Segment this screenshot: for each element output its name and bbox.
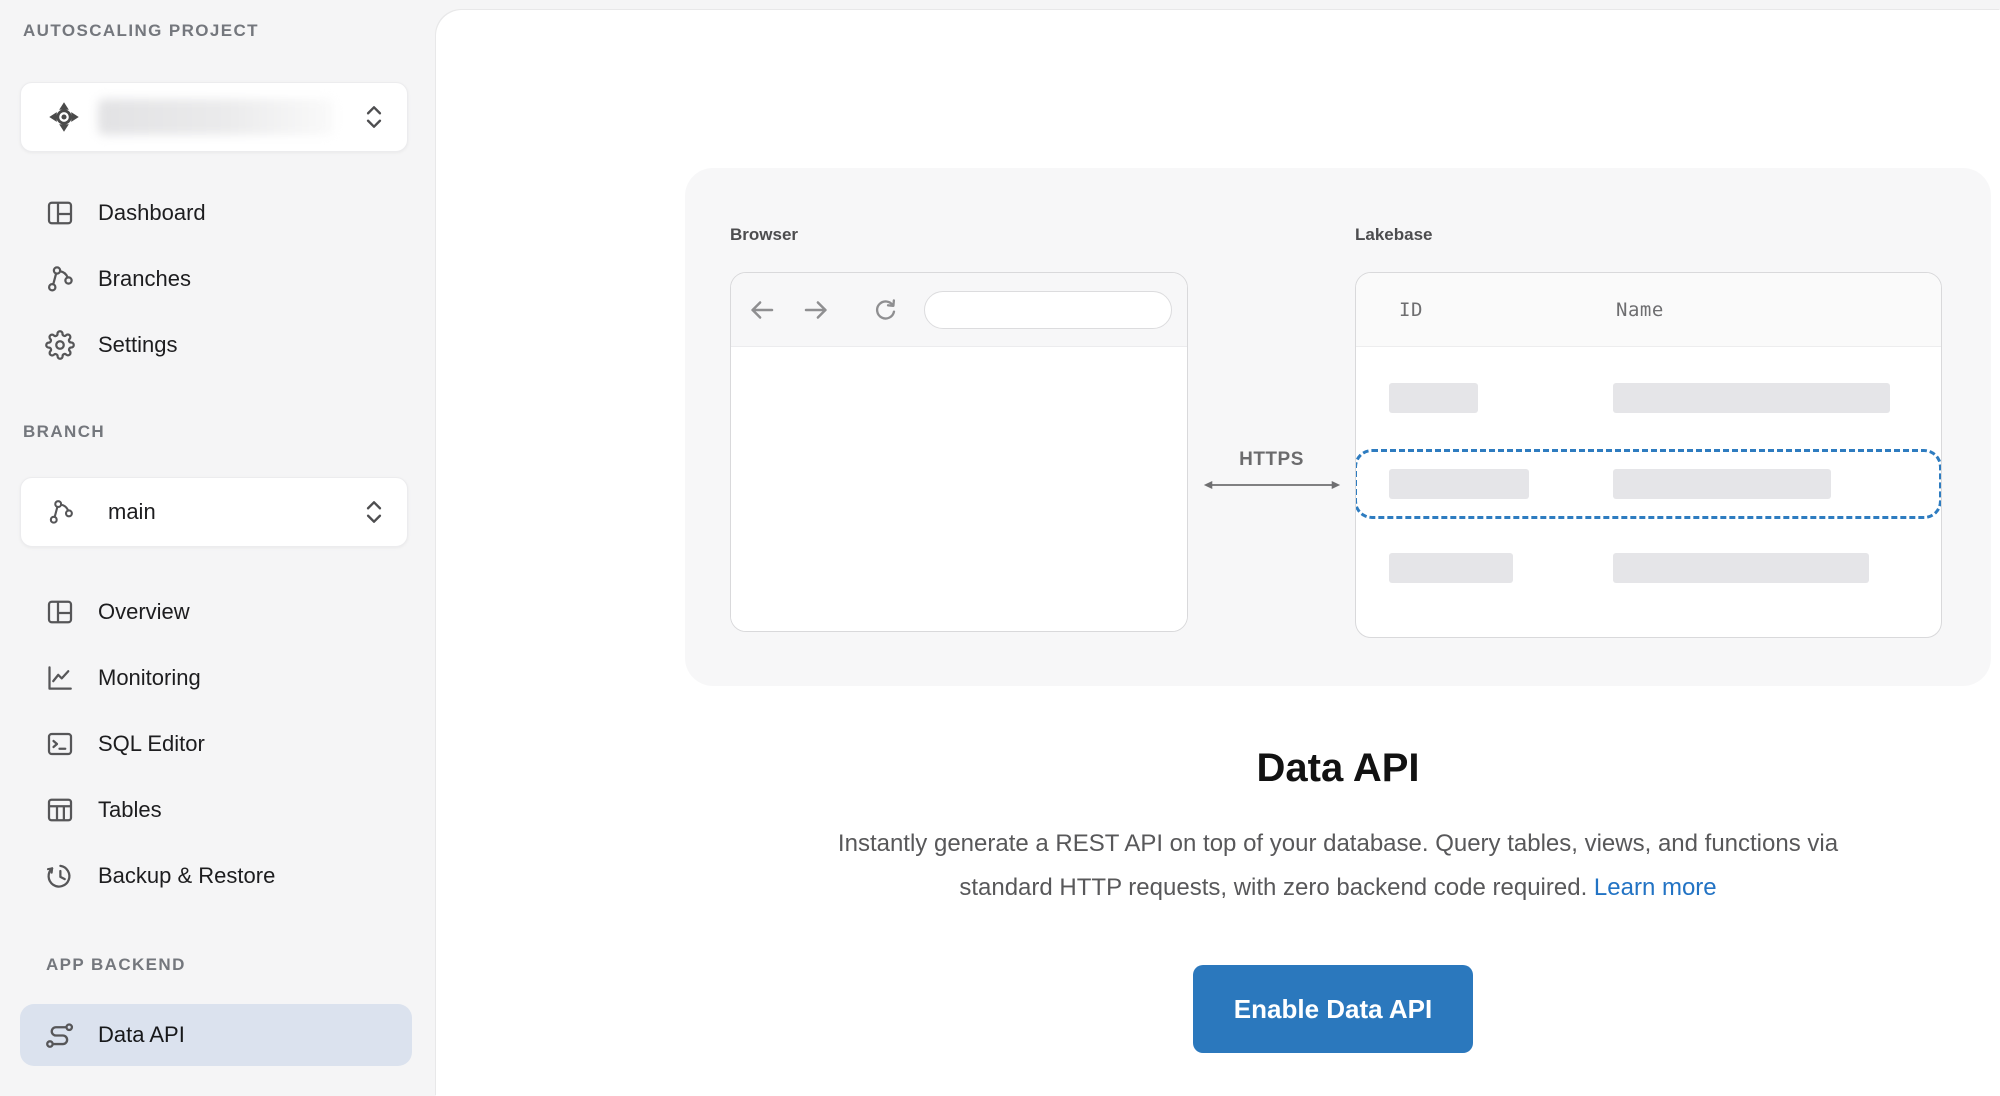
sidebar-item-label: Backup & Restore — [98, 863, 276, 888]
branch-icon — [45, 264, 76, 294]
description-line-2: standard HTTP requests, with zero backen… — [959, 874, 1588, 901]
overview-icon — [45, 597, 76, 627]
selected-row-dashed-outline — [1356, 449, 1941, 519]
page-description: Instantly generate a REST API on top of … — [685, 822, 1991, 910]
sidebar-item-data-api[interactable]: Data API — [20, 1004, 412, 1066]
main-content-panel: Browser — [436, 10, 2000, 1096]
branch-icon — [47, 498, 75, 526]
chevron-up-down-icon — [363, 103, 385, 131]
reload-icon — [871, 296, 899, 324]
browser-label: Browser — [730, 225, 799, 244]
column-header-id: ID — [1399, 298, 1423, 321]
gear-icon — [45, 330, 76, 360]
branch-selector[interactable]: main — [20, 477, 408, 547]
sidebar-item-label: SQL Editor — [98, 731, 205, 756]
monitoring-icon — [45, 663, 76, 693]
project-icon — [47, 100, 81, 134]
branch-nav: Overview Monitoring SQL Editor — [0, 579, 435, 909]
lakebase-table-mockup: ID Name — [1355, 272, 1942, 638]
url-bar — [924, 290, 1172, 329]
enable-data-api-button[interactable]: Enable Data API — [1193, 965, 1473, 1053]
project-selector[interactable] — [20, 82, 408, 152]
sidebar-item-tables[interactable]: Tables — [0, 777, 435, 843]
double-arrow-icon — [1203, 480, 1340, 490]
chevron-up-down-icon — [363, 498, 385, 526]
sidebar-item-label: Tables — [98, 797, 162, 822]
sidebar-item-monitoring[interactable]: Monitoring — [0, 645, 435, 711]
tables-icon — [45, 795, 76, 825]
description-line-1: Instantly generate a REST API on top of … — [837, 830, 1839, 857]
sql-editor-icon — [45, 729, 76, 759]
branch-selector-value: main — [108, 499, 156, 524]
https-connection: HTTPS — [1188, 449, 1355, 493]
section-label-app-backend: APP BACKEND — [46, 955, 186, 974]
column-header-name: Name — [1616, 298, 1664, 321]
https-label: HTTPS — [1239, 449, 1304, 470]
forward-arrow-icon — [801, 295, 831, 325]
data-api-icon — [44, 1020, 75, 1051]
sidebar-item-overview[interactable]: Overview — [0, 579, 435, 645]
sidebar-item-backup-restore[interactable]: Backup & Restore — [0, 843, 435, 909]
sidebar-item-label: Monitoring — [98, 665, 201, 690]
table-row-placeholder — [1389, 553, 1513, 583]
sidebar-item-label: Data API — [98, 1022, 185, 1047]
browser-window-mockup — [730, 272, 1188, 632]
sidebar-item-branches[interactable]: Branches — [0, 246, 435, 312]
section-label-branch: BRANCH — [23, 422, 106, 441]
table-row-placeholder — [1389, 469, 1529, 499]
sidebar-item-dashboard[interactable]: Dashboard — [0, 180, 435, 246]
sidebar: AUTOSCALING PROJECT — [0, 0, 435, 1096]
backup-restore-icon — [45, 861, 76, 891]
section-label-project: AUTOSCALING PROJECT — [23, 21, 259, 40]
sidebar-item-sql-editor[interactable]: SQL Editor — [0, 711, 435, 777]
browser-viewport — [731, 347, 1187, 631]
table-row-placeholder — [1613, 469, 1831, 499]
project-name-redacted — [98, 99, 334, 135]
project-nav: Dashboard Branches Settings — [0, 180, 435, 378]
dashboard-icon — [45, 198, 76, 228]
back-arrow-icon — [747, 295, 777, 325]
table-row-placeholder — [1613, 383, 1890, 413]
sidebar-item-settings[interactable]: Settings — [0, 312, 435, 378]
sidebar-item-label: Settings — [98, 332, 178, 357]
browser-toolbar — [731, 273, 1187, 347]
lakebase-label: Lakebase — [1355, 225, 1433, 244]
sidebar-item-label: Branches — [98, 266, 191, 291]
sidebar-item-label: Dashboard — [98, 200, 206, 225]
table-header: ID Name — [1356, 273, 1941, 347]
table-row-placeholder — [1389, 383, 1478, 413]
data-api-illustration: Browser — [685, 168, 1991, 686]
sidebar-item-label: Overview — [98, 599, 190, 624]
learn-more-link[interactable]: Learn more — [1593, 874, 1717, 901]
table-row-placeholder — [1613, 553, 1869, 583]
page-title: Data API — [1256, 746, 1420, 790]
